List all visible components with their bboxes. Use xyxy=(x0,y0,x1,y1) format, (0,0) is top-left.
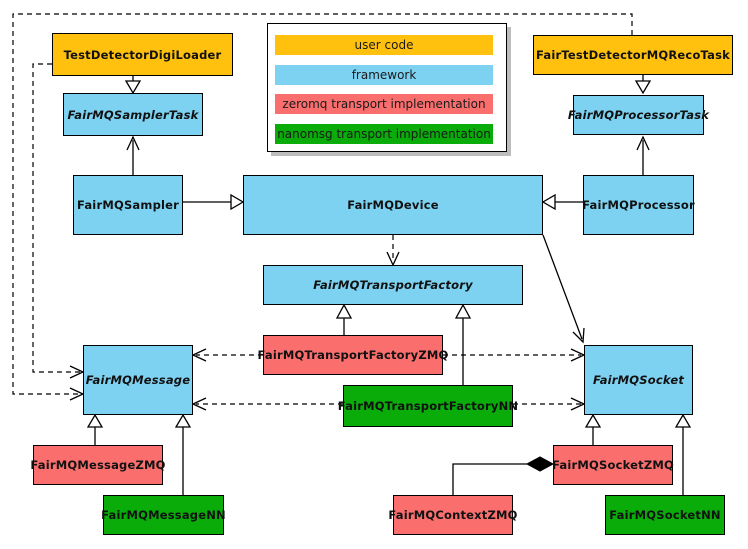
hollow-triangle-icon xyxy=(174,413,192,428)
association-sampler-to-samplertask xyxy=(126,135,140,175)
open-arrow-icon xyxy=(636,135,650,151)
hollow-triangle-icon xyxy=(674,413,692,428)
node-testdetectordigiloader: TestDetectorDigiLoader xyxy=(52,33,233,76)
hollow-triangle-icon xyxy=(124,80,142,95)
composition-contextzmq-to-socketzmq xyxy=(452,456,555,495)
node-fairmqtransportfactory: FairMQTransportFactory xyxy=(263,265,523,305)
hollow-triangle-icon xyxy=(634,80,652,95)
legend-label: framework xyxy=(351,68,417,82)
inheritance-sampler-to-device xyxy=(183,193,245,211)
inheritance-messagenn-to-message xyxy=(174,413,192,495)
node-fairmqdevice: FairMQDevice xyxy=(243,175,543,235)
hollow-triangle-icon xyxy=(86,413,104,428)
node-fairmqtransportfactoryzmq: FairMQTransportFactoryZMQ xyxy=(258,335,448,375)
filled-diamond-icon xyxy=(525,456,555,472)
legend-label: nanomsg transport implementation xyxy=(277,127,491,141)
association-device-to-socket xyxy=(542,234,585,344)
node-fairmqmessage: FairMQMessage xyxy=(83,345,193,415)
node-fairmqprocessortask: FairMQProcessorTask xyxy=(568,95,709,135)
node-fairmqprocessor: FairMQProcessor xyxy=(582,175,695,235)
hollow-triangle-icon xyxy=(584,413,602,428)
open-arrow-icon xyxy=(572,327,585,344)
node-fairmqmessagenn: FairMQMessageNN xyxy=(101,495,226,535)
inheritance-digiloader-to-samplertask xyxy=(124,76,142,95)
inheritance-factoryzmq-to-factory xyxy=(335,303,353,335)
legend-item-nanomsg: nanomsg transport implementation xyxy=(275,124,493,144)
inheritance-recotask-to-processortask xyxy=(634,75,652,95)
node-fairtestdetectormqrecotask: FairTestDetectorMQRecoTask xyxy=(533,35,733,75)
inheritance-factorynn-to-factory xyxy=(454,303,472,385)
dashed-dependency-factorynn-to-socket xyxy=(513,397,586,411)
node-fairmqcontextzmq: FairMQContextZMQ xyxy=(388,495,517,535)
legend-item-user-code: user code xyxy=(275,35,493,55)
dashed-dependency-device-to-factory xyxy=(386,235,400,267)
open-arrow-icon xyxy=(191,397,207,411)
association-processor-to-processortask xyxy=(636,135,650,175)
node-fairmqsocketzmq: FairMQSocketZMQ xyxy=(552,445,674,485)
hollow-triangle-icon xyxy=(230,193,245,211)
node-fairmqsocketnn: FairMQSocketNN xyxy=(605,495,725,535)
legend-label: zeromq transport implementation xyxy=(282,97,486,111)
hollow-triangle-icon xyxy=(454,303,472,319)
node-fairmqsampler: FairMQSampler xyxy=(73,175,183,235)
open-arrow-icon xyxy=(126,135,140,151)
node-fairmqsamplertask: FairMQSamplerTask xyxy=(63,93,203,136)
legend-item-framework: framework xyxy=(275,65,493,85)
inheritance-socketnn-to-socket xyxy=(674,413,692,495)
legend-item-zeromq: zeromq transport implementation xyxy=(275,94,493,114)
hollow-triangle-icon xyxy=(541,193,556,211)
open-arrow-icon xyxy=(191,348,207,362)
dashed-dependency-factoryzmq-to-socket xyxy=(443,348,586,362)
inheritance-socketzmq-to-socket xyxy=(584,413,602,445)
dashed-dependency-factoryzmq-to-message xyxy=(191,348,263,362)
dashed-dependency-factorynn-to-message xyxy=(191,397,343,411)
node-fairmqsocket: FairMQSocket xyxy=(584,345,693,415)
hollow-triangle-icon xyxy=(335,303,353,319)
legend-label: user code xyxy=(354,38,414,52)
inheritance-processor-to-device xyxy=(541,193,583,211)
legend: user code framework zeromq transport imp… xyxy=(267,23,507,152)
node-fairmqmessagezmq: FairMQMessageZMQ xyxy=(30,445,165,485)
inheritance-messagezmq-to-message xyxy=(86,413,104,445)
node-fairmqtransportfactorynn: FairMQTransportFactoryNN xyxy=(338,385,518,427)
